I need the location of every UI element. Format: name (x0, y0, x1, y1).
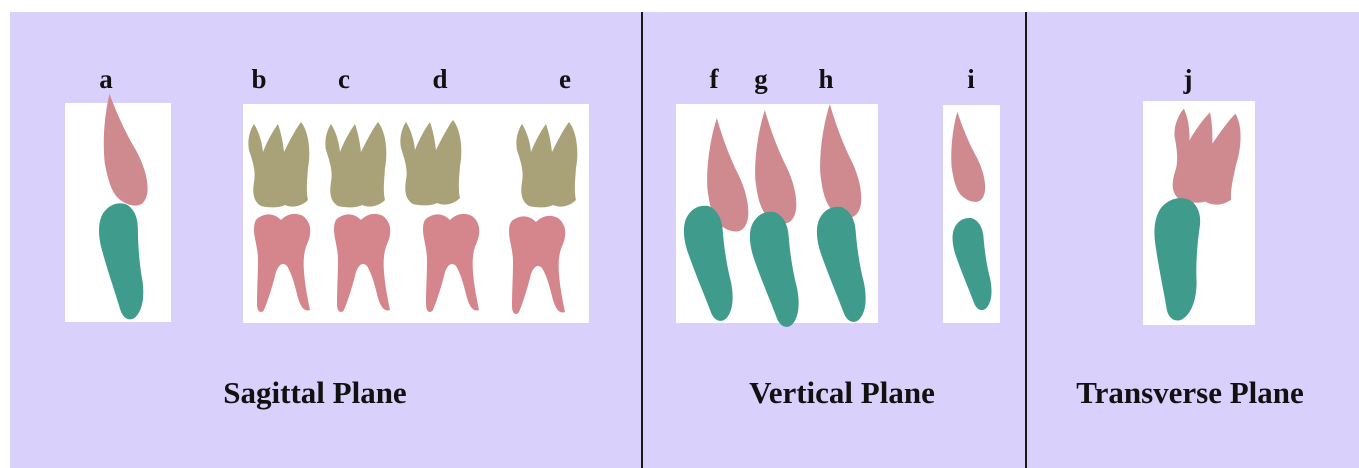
tooth-h-upper-canine (818, 103, 862, 218)
tooth-e-upper-molar (516, 122, 577, 207)
sagittal-plane-title: Sagittal Plane (190, 377, 440, 408)
tooth-g-lower-canine (746, 209, 802, 330)
tooth-a-upper-canine (98, 91, 150, 209)
tooth-i-upper-canine (948, 110, 986, 203)
tooth-e-lower-molar (509, 216, 565, 314)
tooth-d-lower-molar (423, 214, 479, 312)
tooth-b-upper-molar (248, 122, 309, 207)
tooth-c-lower-molar (334, 214, 390, 312)
tooth-a-lower-canine (97, 202, 145, 321)
tooth-g-upper-canine (753, 109, 797, 224)
tooth-h-lower-canine (813, 204, 869, 325)
transverse-plane-title: Transverse Plane (1040, 377, 1340, 408)
tooth-j-upper-molar (1165, 106, 1244, 208)
tooth-d-upper-molar (400, 120, 461, 205)
vertical-plane-title: Vertical Plane (717, 377, 967, 408)
tooth-j-lower-tooth (1148, 197, 1203, 322)
tooth-b-lower-molar (254, 214, 310, 312)
tooth-c-upper-molar (325, 122, 386, 207)
tooth-i-lower-canine (950, 216, 995, 313)
